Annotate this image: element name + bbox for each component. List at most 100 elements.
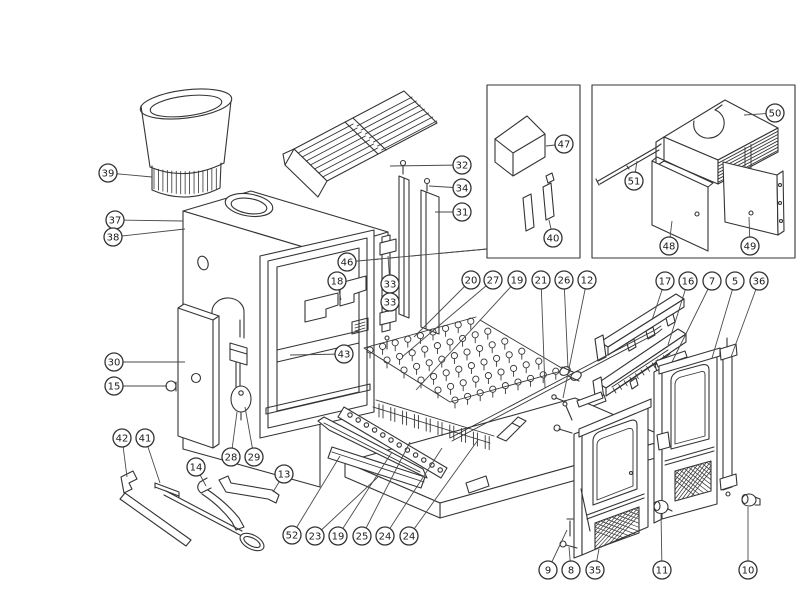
- callout-number-14: 14: [190, 463, 203, 474]
- grate-knob: [510, 364, 518, 372]
- flue-ribs: [153, 168, 217, 195]
- callout-balloon-31: [452, 202, 472, 222]
- hatch-line: [675, 468, 685, 501]
- louver-slat: [381, 120, 438, 151]
- grate-knob: [493, 354, 501, 362]
- grate-knob: [480, 358, 488, 366]
- callout-number-24: 24: [379, 532, 392, 543]
- callout-number-51: 51: [628, 177, 641, 188]
- callout-number-48: 48: [663, 242, 676, 253]
- grate-knob: [442, 324, 450, 332]
- grate-assembly: [363, 316, 566, 450]
- callout-number-52: 52: [286, 531, 299, 542]
- louver-slat: [377, 116, 434, 147]
- holed-bar-19: [337, 406, 448, 479]
- callout-number-33: 33: [384, 280, 397, 291]
- baffle-clip-18: [304, 275, 367, 323]
- callout-balloon-9: [538, 560, 558, 580]
- grate-knob: [484, 372, 492, 380]
- hinge-bar-36: [719, 337, 738, 497]
- callout-balloon-43: [334, 344, 354, 364]
- grate-knob: [446, 338, 454, 346]
- leader-line-16: [667, 280, 689, 346]
- callout-balloon-24: [375, 526, 395, 546]
- bar-hole: [380, 432, 386, 438]
- louver-slat: [309, 135, 366, 166]
- callout-number-34: 34: [456, 184, 469, 195]
- panel-31: [420, 177, 440, 335]
- grate-knob: [416, 332, 424, 340]
- hatch-line: [595, 526, 620, 541]
- callout-number-7: 7: [709, 277, 715, 288]
- grate-knob: [467, 362, 475, 370]
- inset-box-shield-parts: [591, 84, 796, 259]
- mica-tick: [646, 365, 650, 372]
- callout-number-11: 11: [656, 566, 669, 577]
- callout-balloon-11: [652, 560, 672, 580]
- mica-tick: [618, 383, 622, 390]
- hatch-line: [675, 466, 689, 501]
- hatch-line: [627, 510, 639, 525]
- callout-number-38: 38: [107, 233, 120, 244]
- hatch-line: [683, 468, 711, 491]
- bar-hole: [371, 427, 378, 433]
- grate-knob: [391, 339, 399, 347]
- side-panel-30: [165, 303, 220, 449]
- callout-balloon-35: [585, 560, 605, 580]
- hatch-line: [675, 473, 696, 496]
- callout-number-15: 15: [108, 382, 121, 393]
- callout-balloon-29: [244, 447, 264, 467]
- hood-louvers: [297, 96, 438, 178]
- bar-hole: [396, 442, 402, 448]
- louver-slat: [717, 133, 779, 167]
- bar-hole: [412, 452, 419, 458]
- outer-door-5: [653, 347, 721, 524]
- callout-balloon-38: [103, 227, 123, 247]
- wedge-part-47: [494, 115, 546, 177]
- callout-balloon-20: [461, 270, 481, 290]
- flue-collar-39: [139, 88, 233, 198]
- callout-number-36: 36: [753, 277, 766, 288]
- grate-knob: [505, 351, 513, 359]
- inner-door-grille: [595, 507, 639, 549]
- callout-number-12: 12: [581, 276, 594, 287]
- hatch-line: [597, 508, 634, 549]
- leader-line-7: [671, 280, 713, 363]
- callout-number-39: 39: [102, 169, 115, 180]
- leader-line-26: [563, 279, 569, 369]
- hatch-line: [675, 464, 698, 501]
- latch-mechanism-28-29: [229, 342, 252, 421]
- grate-knob: [455, 365, 463, 373]
- callout-number-25: 25: [356, 532, 369, 543]
- callout-number-9: 9: [545, 566, 551, 577]
- grate-knob: [476, 344, 484, 352]
- louver-slat: [364, 104, 421, 135]
- hatch-line: [616, 514, 639, 529]
- front-trim-bars: [317, 406, 448, 489]
- callout-balloon-19: [507, 270, 527, 290]
- hatch-line: [595, 524, 626, 539]
- tool-poker-41: [154, 482, 265, 552]
- grate-fingers: [378, 403, 490, 450]
- grate-knob: [522, 361, 530, 369]
- louver-slat: [314, 139, 370, 170]
- callout-balloon-39: [98, 163, 118, 183]
- callout-balloon-8: [561, 560, 581, 580]
- firebox-frame-46: [259, 229, 397, 439]
- knob-11: [653, 499, 673, 515]
- mica-tick: [612, 387, 617, 394]
- louver-slat: [322, 147, 379, 178]
- callout-number-8: 8: [568, 566, 574, 577]
- leader-line-27: [401, 279, 494, 358]
- louver-slat: [356, 96, 413, 127]
- grate-knob: [447, 382, 455, 390]
- grate-knob: [454, 321, 462, 329]
- grate-knob: [535, 357, 543, 365]
- callout-balloon-40: [543, 228, 563, 248]
- mica-tick: [623, 380, 628, 387]
- hatch-line: [679, 469, 709, 493]
- callout-balloon-19: [328, 526, 348, 546]
